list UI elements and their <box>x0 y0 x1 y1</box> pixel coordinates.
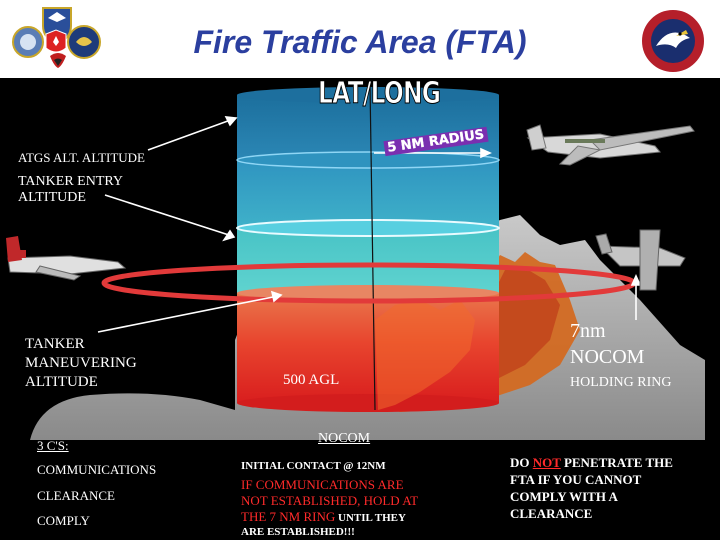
tanker-entry-label-1: TANKER ENTRY <box>18 174 124 189</box>
initial-contact-line-3: THE 7 NM RING UNTIL THEY <box>241 509 406 525</box>
turboprop-aircraft-icon <box>526 124 695 166</box>
nocom-heading: NOCOM <box>318 431 371 446</box>
warning-line-3: COMPLY WITH A <box>510 489 618 504</box>
tanker-maneuver-label-2: MANEUVERING <box>25 355 137 371</box>
dc-tanker-icon <box>6 236 127 281</box>
agl-label: 500 AGL <box>283 372 340 388</box>
tanker-entry-label-2: ALTITUDE <box>18 190 86 205</box>
c130-tanker-icon <box>595 229 686 291</box>
warning-not: NOT <box>532 455 561 470</box>
tanker-maneuver-label-3: ALTITUDE <box>25 374 98 390</box>
atgs-altitude-label: ATGS ALT. ALTITUDE <box>18 150 145 165</box>
seven-nm-label: 7nm <box>570 320 606 342</box>
nocom-ring-label: NOCOM <box>570 346 645 368</box>
initial-contact-label: INITIAL CONTACT @ 12NM <box>241 460 386 472</box>
initial-contact-red-1: IF COMMUNICATIONS ARE <box>241 477 404 492</box>
three-cs-item-communications: COMMUNICATIONS <box>37 462 157 477</box>
three-cs-item-clearance: CLEARANCE <box>37 488 115 503</box>
page-title: Fire Traffic Area (FTA) <box>193 24 527 60</box>
initial-contact-red-3: THE 7 NM RING <box>241 509 336 524</box>
three-cs-item-comply: COMPLY <box>37 513 90 528</box>
fta-diagram <box>6 84 705 440</box>
fta-cylinder <box>236 84 500 412</box>
three-cs-heading: 3 C'S: <box>37 438 69 453</box>
initial-contact-red-2: NOT ESTABLISHED, HOLD AT <box>241 493 419 508</box>
warning-line-1b: PENETRATE THE <box>560 455 673 470</box>
tanker-maneuver-label-1: TANKER <box>25 336 85 352</box>
warning-line-1a: DO <box>510 455 533 470</box>
warning-line-2: FTA IF YOU CANNOT <box>510 472 642 487</box>
initial-contact-line-4: ARE ESTABLISHED!!! <box>241 526 355 538</box>
bureau-logo-right <box>640 8 706 74</box>
warning-line-1: DO NOT PENETRATE THE <box>510 455 673 471</box>
lat-long-label: LAT/LONG <box>318 76 442 112</box>
slide-header: Fire Traffic Area (FTA) <box>0 0 720 78</box>
agency-logos-left <box>12 7 101 68</box>
initial-contact-tail-3: UNTIL THEY <box>335 512 406 524</box>
warning-line-4: CLEARANCE <box>510 506 593 521</box>
holding-ring-label: HOLDING RING <box>570 375 672 390</box>
